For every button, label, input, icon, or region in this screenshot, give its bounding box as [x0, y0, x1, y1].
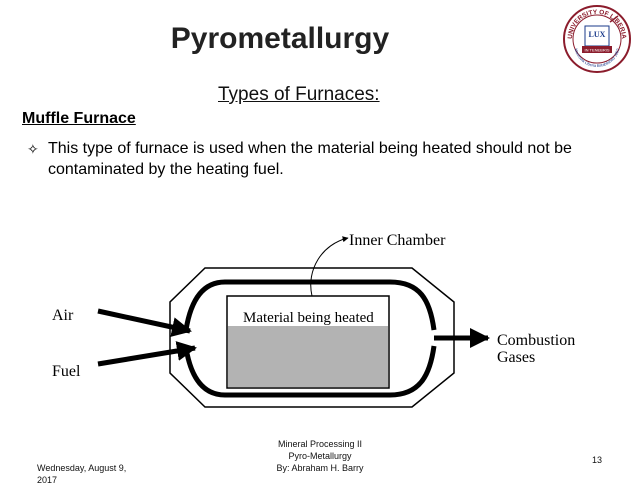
slide-subtitle: Types of Furnaces:: [218, 84, 380, 105]
seal-banner-text: IN TENEBRIS: [584, 48, 609, 53]
seal-center-text: LUX: [589, 30, 606, 39]
footer-date: Wednesday, August 9, 2017: [37, 463, 127, 485]
slide-title: Pyrometallurgy: [170, 22, 390, 55]
air-label: Air: [52, 307, 74, 324]
footer-course-info: Mineral Processing II Pyro-Metallurgy By…: [250, 438, 390, 474]
footer-course-line3: By: Abraham H. Barry: [276, 463, 364, 473]
air-arrow: [97, 308, 192, 337]
combustion-label-line2: Gases: [497, 349, 535, 366]
material-label: Material being heated: [243, 310, 374, 326]
inner-chamber-label: Inner Chamber: [349, 232, 446, 249]
heated-material: [228, 326, 388, 387]
page-number: 13: [592, 455, 603, 465]
fuel-label: Fuel: [52, 363, 81, 380]
flame-path-top: [183, 279, 437, 331]
footer-course-line2: Pyro-Metallurgy: [288, 451, 352, 461]
bullet-text: This type of furnace is used when the ma…: [48, 140, 572, 178]
combustion-label-line1: Combustion: [497, 332, 575, 349]
bullet-icon: ✧: [27, 141, 39, 157]
footer-course-line1: Mineral Processing II: [277, 439, 363, 449]
flame-path-bottom: [183, 345, 437, 398]
fuel-arrow: [97, 341, 197, 367]
inner-chamber-leader-arrow: [310, 236, 349, 297]
section-heading: Muffle Furnace: [22, 110, 136, 127]
university-seal-logo: UNIVERSITY OF LIBERIA Monrovia Liberia E…: [563, 5, 631, 73]
